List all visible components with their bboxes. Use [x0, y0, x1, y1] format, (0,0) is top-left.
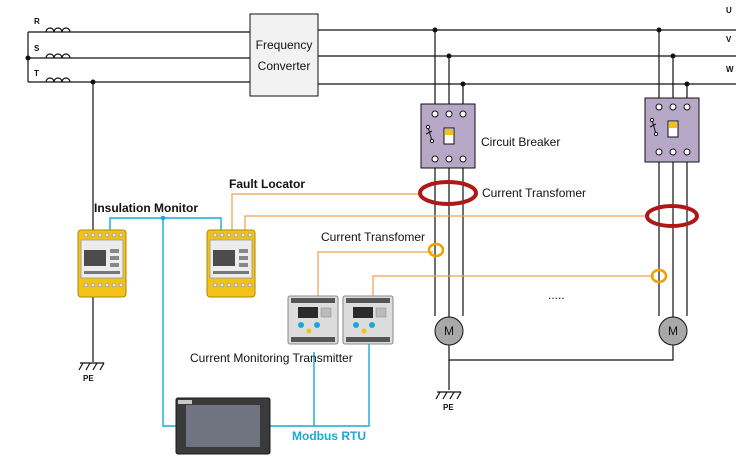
- input-wiring: [27, 27, 250, 83]
- current-transformer-main-label: Current Transfomer: [482, 186, 586, 200]
- converter-label-line2: Converter: [258, 59, 311, 73]
- device-screen: [213, 250, 235, 266]
- device-screen: [84, 250, 106, 266]
- motor-2: M: [658, 316, 688, 346]
- phase-label-r: R: [34, 17, 40, 26]
- current-transformer-small-label: Current Transfomer: [321, 230, 425, 244]
- fault-locator-label: Fault Locator: [229, 177, 305, 191]
- inductor-r: [45, 27, 71, 33]
- current-transformer-small-1: [427, 242, 445, 258]
- insulation-monitor-label: Insulation Monitor: [94, 201, 198, 215]
- phase-label-t: T: [34, 69, 39, 78]
- current-transformer-large-1: [418, 180, 478, 206]
- phase-label-v: V: [726, 35, 732, 44]
- inductor-s: [45, 53, 71, 59]
- converter-label-line1: Frequency: [256, 38, 313, 52]
- modbus-junction: [160, 215, 166, 221]
- motor-2-label: M: [668, 324, 678, 338]
- current-transmitter-1: [287, 295, 339, 345]
- insulation-monitor-device: [77, 229, 127, 298]
- motor-1: M: [434, 316, 464, 346]
- ellipsis-label: .....: [548, 288, 565, 302]
- motor-1-label: M: [444, 324, 454, 338]
- current-transformer-small-2: [650, 268, 668, 284]
- output-bus: [318, 29, 736, 85]
- ct-signal-wires: [231, 193, 654, 296]
- inductor-t: [45, 77, 71, 83]
- pe-label-left: PE: [83, 374, 94, 383]
- phase-label-s: S: [34, 44, 40, 53]
- bus-junctions: [432, 27, 690, 87]
- ground-symbol-left: [78, 362, 105, 371]
- current-transformer-large-2: [645, 204, 699, 228]
- modbus-label: Modbus RTU: [292, 429, 366, 443]
- hmi-touch-panel: [175, 397, 271, 455]
- phase-label-w: W: [726, 65, 734, 74]
- circuit-breaker-2: [644, 97, 700, 163]
- pe-label-right: PE: [443, 403, 454, 412]
- fault-locator-device: [206, 229, 256, 298]
- frequency-converter-box: [249, 13, 319, 97]
- circuit-breaker-label: Circuit Breaker: [481, 135, 560, 149]
- phase-label-u: U: [726, 6, 732, 15]
- motor-pe-wiring: [448, 345, 674, 390]
- ground-symbol-right: [435, 391, 462, 400]
- current-transmitter-2: [342, 295, 394, 345]
- current-monitoring-transmitter-label: Current Monitoring Transmitter: [190, 351, 353, 365]
- feeder-1-lines: [434, 30, 464, 318]
- junction-dot: [25, 55, 31, 61]
- circuit-breaker-1: [420, 103, 476, 169]
- feeder-2-lines: [658, 30, 688, 318]
